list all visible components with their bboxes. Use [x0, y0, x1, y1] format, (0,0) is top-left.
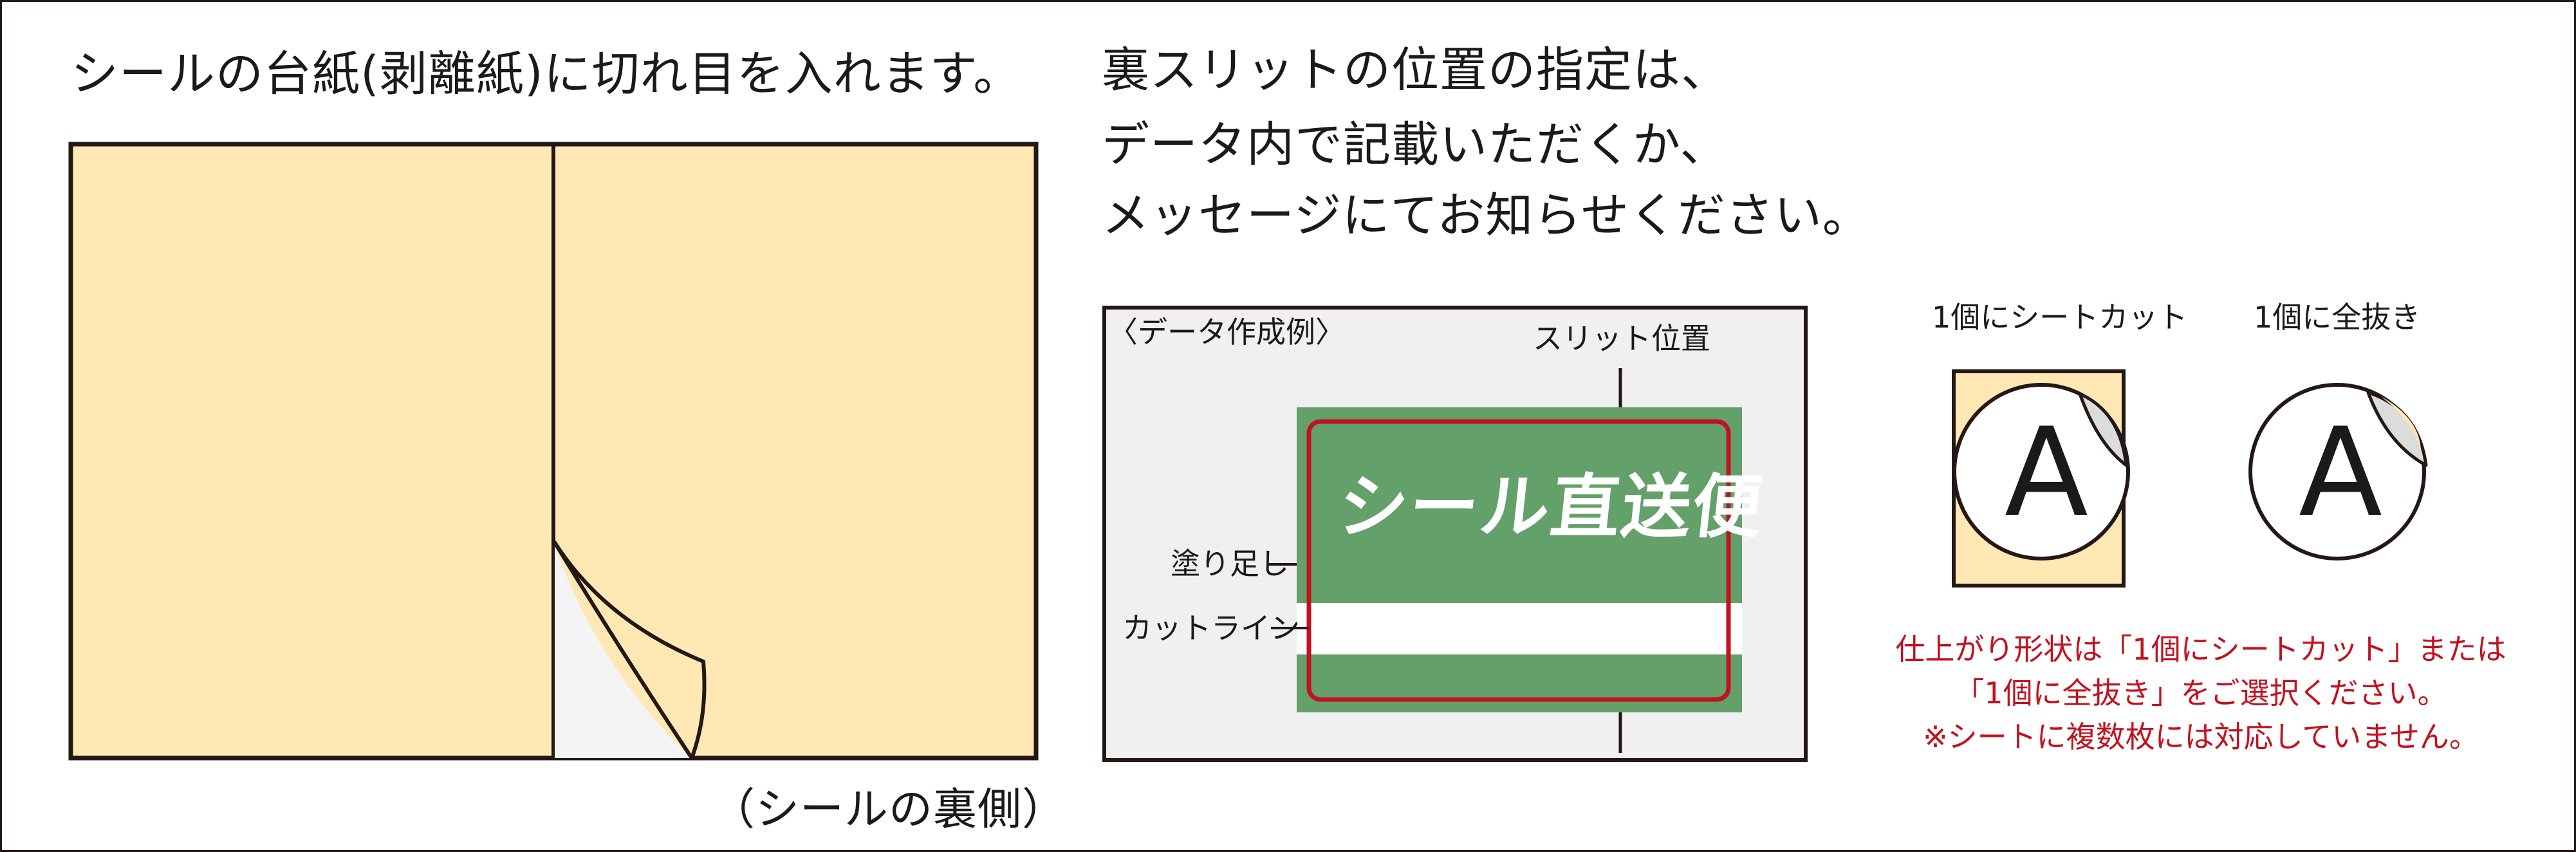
bleed-area — [1297, 407, 1742, 712]
finish-notes: 仕上がり形状は「1個にシートカット」または 「1個に全抜き」をご選択ください。 … — [1879, 627, 2523, 759]
finish-note-line-1: 仕上がり形状は「1個にシートカット」または — [1895, 632, 2507, 667]
middle-heading-line-3: メッセージにてお知らせください。 — [1102, 188, 1871, 243]
middle-heading-line-2: データ内で記載いただくか、 — [1102, 117, 1728, 172]
sample-letter-a-sheet-cut: A — [2005, 402, 2088, 544]
white-band — [1297, 603, 1742, 654]
option-sheet-cut-label: 1個にシートカット — [1932, 300, 2188, 335]
cut-line-label: カットライン — [1122, 611, 1300, 645]
middle-heading-line-1: 裏スリットの位置の指定は、 — [1102, 42, 1729, 98]
peeled-corner — [553, 541, 707, 760]
finish-note-line-2: 「1個に全抜き」をご選択ください。 — [1954, 676, 2447, 711]
cut-line — [1306, 419, 1731, 702]
back-side-caption: （シールの裏側） — [711, 784, 1067, 835]
sample-letter-a-die-cut: A — [2299, 402, 2382, 544]
sheet-cut-sample — [1952, 369, 2130, 588]
slit-position-label: スリット位置 — [1533, 321, 1710, 356]
finish-note-line-3: ※シートに複数枚には対応していません。 — [1923, 719, 2479, 755]
die-cut-sample — [2248, 383, 2428, 560]
example-title: 〈データ作成例〉 — [1108, 315, 1345, 349]
bleed-label: 塗り足し — [1171, 546, 1289, 581]
option-die-cut-label: 1個に全抜き — [2254, 300, 2421, 335]
left-heading: シールの台紙(剥離紙)に切れ目を入れます。 — [71, 46, 1022, 102]
